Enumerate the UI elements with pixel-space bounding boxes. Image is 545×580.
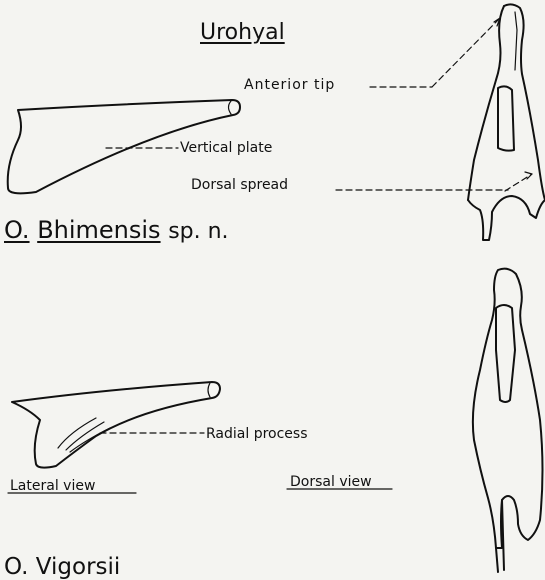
- epithet-vigorsii: Vigorsii: [36, 554, 121, 580]
- genus-vigorsii: O.: [4, 554, 28, 580]
- genus-bhimensis: O.: [4, 216, 30, 244]
- species-label-bhimensis: O. Bhimensis sp. n.: [4, 218, 229, 243]
- species-label-vigorsii: O. Vigorsii: [4, 556, 120, 579]
- dorsal-view-vigorsii: [473, 269, 543, 572]
- label-dorsal-spread: Dorsal spread: [191, 178, 288, 192]
- new-species-mark: sp. n.: [168, 219, 228, 244]
- label-vertical-plate: Vertical plate: [180, 141, 272, 155]
- dorsal-view-bhimensis: [468, 4, 545, 240]
- lateral-view-vigorsii: [12, 382, 220, 468]
- label-lateral-view: Lateral view: [10, 479, 95, 493]
- label-dorsal-view: Dorsal view: [290, 475, 372, 489]
- epithet-bhimensis: Bhimensis: [37, 216, 160, 244]
- label-radial-process: Radial process: [206, 427, 308, 441]
- figure-title: Urohyal: [200, 22, 285, 44]
- label-anterior-tip: Anterior tip: [244, 78, 335, 92]
